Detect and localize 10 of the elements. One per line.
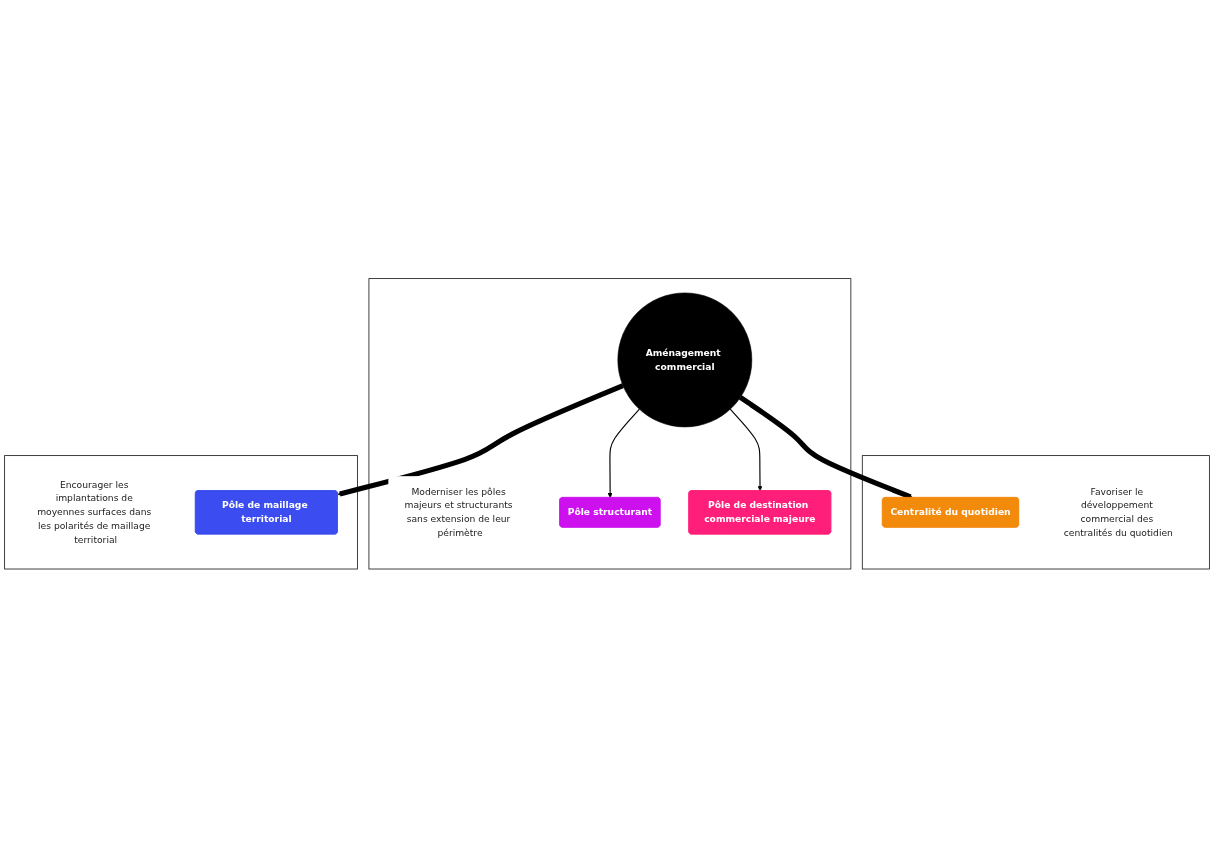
arrow [738, 395, 913, 499]
cluster [4, 454, 358, 570]
node-text: Encourager les implantations de moyennes surfaces dans les polarités de maillage territorial [37, 478, 152, 545]
node-circle: Aménagement commercial [617, 292, 753, 427]
arrow [607, 408, 640, 498]
cluster [368, 277, 852, 570]
node-text: Favoriser le développement commercial des centralités du quotidien [1063, 485, 1173, 538]
arrow [729, 408, 763, 491]
cluster [861, 454, 1210, 570]
arrow [337, 383, 624, 497]
